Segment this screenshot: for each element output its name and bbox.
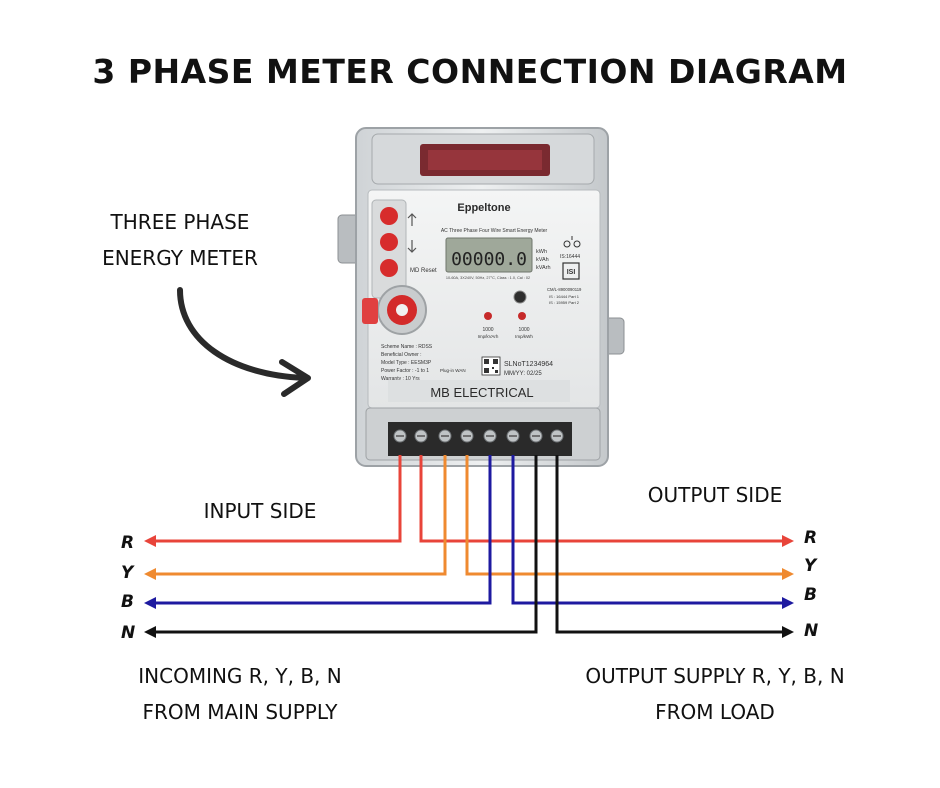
scroll-up-icon: [407, 213, 417, 226]
input-phase-label-b: B: [121, 592, 134, 612]
pulse-left-value: 1000: [482, 327, 493, 333]
seal-tag: [362, 298, 378, 324]
output-caption: OUTPUT SUPPLY R, Y, B, N FROM LOAD: [550, 658, 880, 730]
is-part1: IS : 16444 Part 1: [549, 294, 580, 299]
output-caption-line1: OUTPUT SUPPLY R, Y, B, N: [585, 664, 845, 688]
company-name: MB ELECTRICAL: [430, 385, 533, 400]
wire-input-n: [152, 455, 538, 634]
arrow-input-r: [144, 535, 156, 547]
wire-output-n: [555, 455, 786, 634]
warranty: Warranty : 10 Yrs: [381, 376, 420, 382]
led-indicator-1: [380, 207, 398, 225]
unit-kvah: kVAh: [536, 257, 549, 263]
arrow-output-n: [782, 626, 794, 638]
energy-meter: MD Reset Eppeltone AC Three Phase Four W…: [337, 127, 625, 467]
input-phase-label-r: R: [121, 533, 135, 553]
output-phase-label-y: Y: [804, 556, 817, 576]
output-phase-label-b: B: [804, 585, 817, 605]
arrow-input-b: [144, 597, 156, 609]
output-caption-line2: FROM LOAD: [655, 700, 775, 724]
wire-input-b: [152, 455, 492, 605]
arrow-output-y: [782, 568, 794, 580]
unit-kvarh: kVArh: [536, 265, 551, 271]
callout-arrow: [177, 287, 311, 397]
is-standard: IS:16444: [560, 254, 580, 260]
beneficial-owner: Beneficial Owner :: [381, 352, 422, 358]
input-caption-line2: FROM MAIN SUPPLY: [142, 700, 338, 724]
plug-in-wan: Plug-in WAN: [440, 368, 466, 373]
port-symbol-icon: [563, 236, 581, 248]
led-indicator-3: [380, 259, 398, 277]
md-reset-label: MD Reset: [410, 268, 437, 274]
meter-callout-line1: THREE PHASE: [110, 210, 250, 234]
is-part2: IS : 15959 Part 2: [549, 300, 580, 305]
meter-subtitle: AC Three Phase Four Wire Smart Energy Me…: [441, 228, 548, 234]
power-factor: Power Factor : -1 to 1: [381, 368, 429, 374]
terminal-screws: [393, 429, 564, 443]
wire-input-y: [152, 455, 447, 576]
pulse-right-unit: Imp/kWh: [515, 334, 533, 339]
meter-callout-label: THREE PHASE ENERGY METER: [70, 204, 290, 276]
meter-spec: 10-60A, 3X240V, 50Hz, 27°C, Class : 1.0,…: [446, 276, 530, 280]
arrow-output-r: [782, 535, 794, 547]
svg-text:ISI: ISI: [567, 269, 576, 276]
arrow-input-n: [144, 626, 156, 638]
input-phase-label-y: Y: [121, 563, 134, 583]
input-caption: INCOMING R, Y, B, N FROM MAIN SUPPLY: [100, 658, 380, 730]
output-side-heading: OUTPUT SIDE: [647, 483, 783, 507]
input-phase-label-n: N: [121, 623, 136, 643]
lcd-reading: 00000.0: [451, 249, 527, 270]
arrow-input-y: [144, 568, 156, 580]
arrow-output-b: [782, 597, 794, 609]
meter-callout-line2: ENERGY METER: [102, 246, 258, 270]
pulse-led-kwh: [518, 312, 526, 320]
wiring: [144, 455, 794, 638]
pulse-left-unit: Imp/kVArh: [478, 334, 499, 339]
led-indicator-2: [380, 233, 398, 251]
wire-output-b: [511, 455, 786, 605]
wire-input-r: [152, 455, 402, 543]
optical-port: [513, 290, 527, 304]
unit-kwh: kWh: [536, 249, 547, 255]
output-phase-label-n: N: [804, 621, 819, 641]
scroll-down-icon: [407, 240, 417, 253]
meter-brand: Eppeltone: [457, 202, 510, 214]
cml-number: CM/L-8900090119: [547, 287, 582, 292]
wire-output-r: [419, 455, 786, 543]
pulse-right-value: 1000: [518, 327, 529, 333]
model-type: Model Type : EESM3P: [381, 360, 432, 366]
page-title: 3 PHASE METER CONNECTION DIAGRAM: [92, 52, 848, 91]
serial-number: SLNoT1234964: [504, 361, 553, 368]
wire-output-y: [465, 455, 786, 576]
mfg-date: MM/YY: 02/25: [504, 371, 542, 377]
input-caption-line1: INCOMING R, Y, B, N: [138, 664, 342, 688]
lcd-display: [445, 237, 533, 273]
scheme-name: Scheme Name : RDSS: [381, 344, 433, 350]
output-phase-label-r: R: [804, 528, 818, 548]
input-side-heading: INPUT SIDE: [203, 499, 317, 523]
qr-code-icon: [481, 356, 501, 376]
isi-mark-icon: [562, 262, 580, 280]
pulse-led-kvarh: [484, 312, 492, 320]
